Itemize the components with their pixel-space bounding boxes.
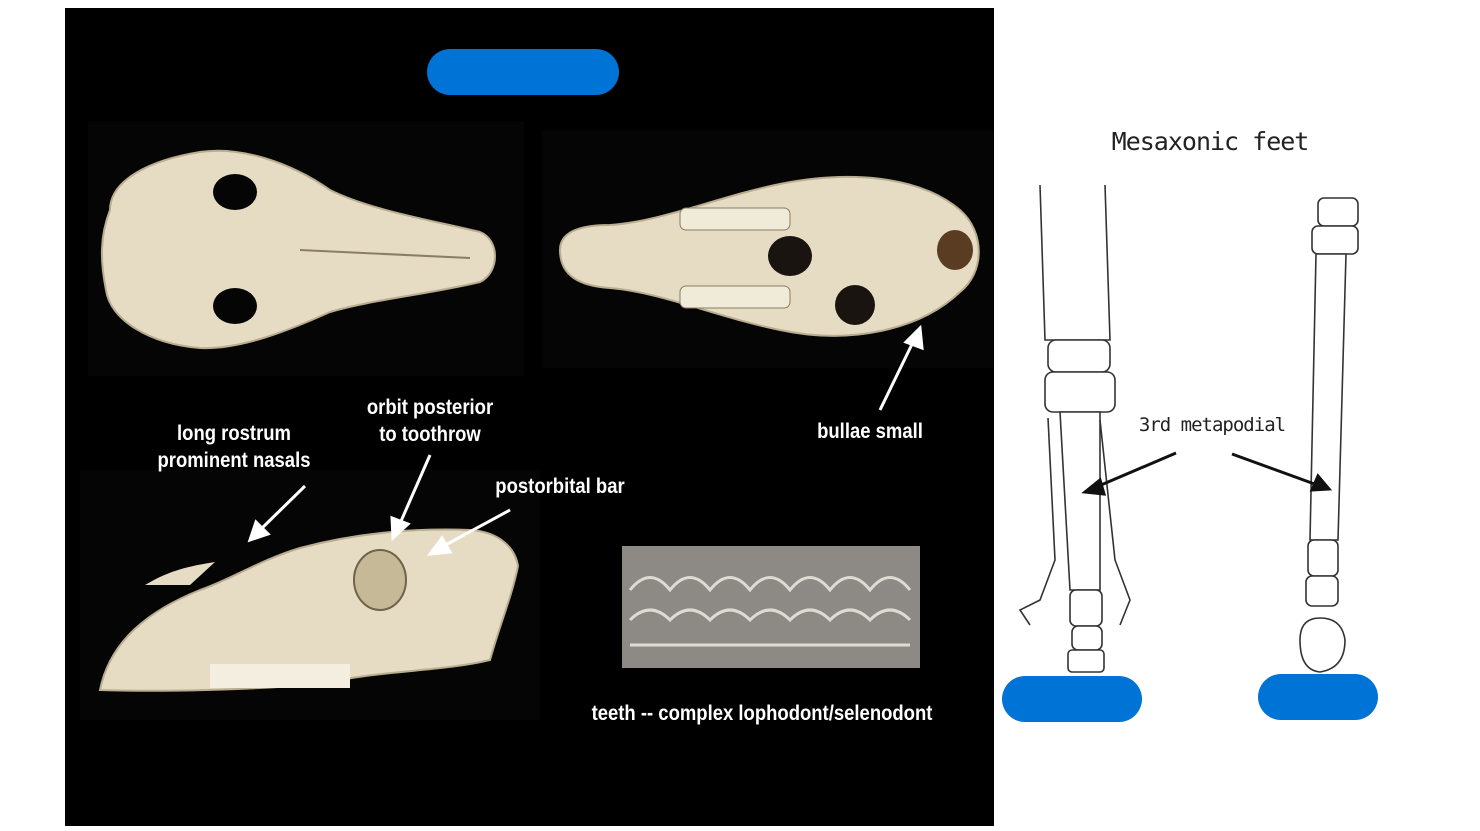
skull-dorsal-shape — [100, 149, 496, 350]
label-long-rostrum: long rostrum — [177, 422, 291, 445]
label-prominent-nasals: prominent nasals — [157, 449, 311, 472]
label-postorbital-bar: postorbital bar — [495, 475, 625, 498]
teeth-photo — [622, 546, 920, 668]
label-bullae-small: bullae small — [817, 420, 923, 443]
foot-skeleton-left — [1018, 184, 1131, 673]
redaction-pill-top — [427, 49, 619, 95]
teeth-enamel-pattern — [628, 576, 912, 647]
annotation-arrows — [247, 324, 924, 556]
label-orbit-posterior: orbit posterior — [366, 396, 494, 419]
skull-ventral-shape — [558, 176, 980, 337]
foot-skeleton-right — [1299, 197, 1359, 673]
label-3rd-metapodial: 3rd metapodial — [1138, 414, 1286, 436]
redaction-pill-bottom-right — [1258, 674, 1378, 720]
metapodial-arrows — [1081, 451, 1333, 496]
label-to-toothrow: to toothrow — [379, 423, 481, 446]
skull-lateral-shape — [98, 528, 520, 692]
feet-title: Mesaxonic feet — [1111, 127, 1310, 156]
label-teeth: teeth -- complex lophodont/selenodont — [591, 702, 933, 725]
redaction-pill-bottom-left — [1002, 676, 1142, 722]
